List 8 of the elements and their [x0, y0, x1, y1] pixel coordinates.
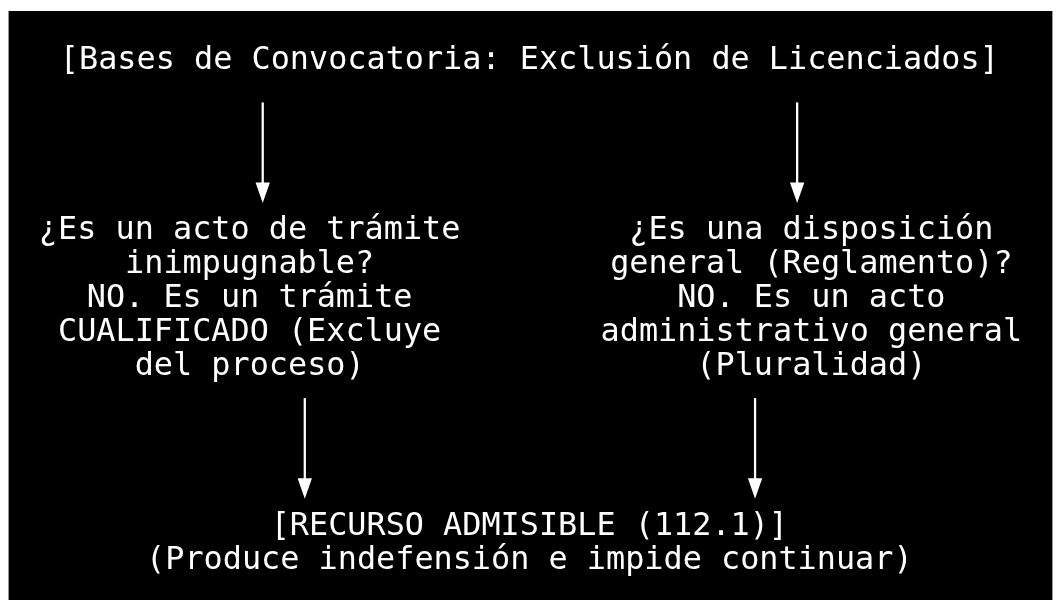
node-text: [Bases de Convocatoria: Exclusión de Licenciados]: [59, 38, 999, 77]
arrow: [297, 397, 312, 499]
arrow: [747, 397, 763, 499]
node-text: ¿Es un acto de trámite inimpugnable? NO. Es un trámite CUALIFICADO (Excluye del proceso): [38, 208, 461, 383]
node-text: [RECURSO ADMISIBLE (112.1)] (Produce indefensión e impide continuar): [146, 504, 913, 577]
arrow: [789, 101, 805, 203]
node-text: ¿Es una disposición general (Reglamento)? NO. Es un acto administrativo general (Pluralidad): [600, 208, 1023, 383]
arrow: [255, 101, 270, 203]
